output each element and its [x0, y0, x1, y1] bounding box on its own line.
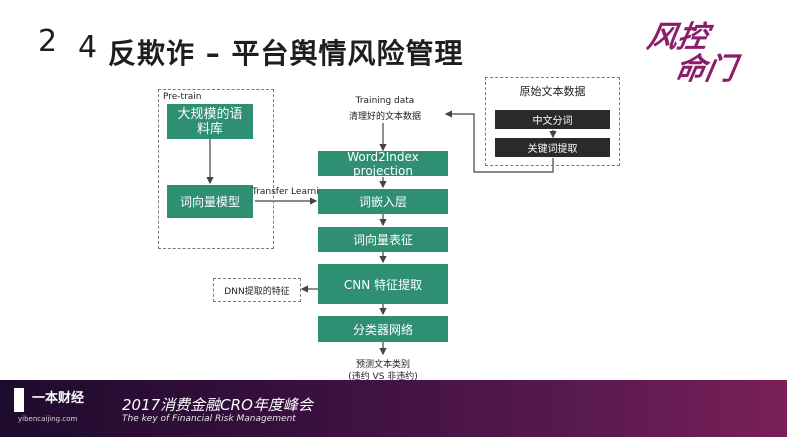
output-subtitle: (违约 VS 非违约): [348, 372, 418, 382]
classifier-node: 分类器网络: [318, 316, 448, 342]
dnn-features-node: DNN提取的特征: [213, 278, 301, 302]
footer-event-subtitle: The key of Financial Risk Management: [122, 414, 296, 424]
footer-site: yibencaijing.com: [18, 415, 78, 423]
cnn-feature-node: CNN 特征提取: [318, 264, 448, 304]
word-vector-model-node: 词向量模型: [167, 185, 253, 218]
word-vector-repr-node: 词向量表征: [318, 227, 448, 252]
slide-number-minor: 4: [78, 30, 98, 65]
raw-text-title: 原始文本数据: [519, 85, 586, 98]
pretrain-label: Pre-train: [163, 92, 202, 102]
embedding-layer-node: 词嵌入层: [318, 189, 448, 214]
arrow-raw-to-training: [444, 110, 554, 173]
corpus-node: 大规模的语料库: [167, 104, 253, 139]
transfer-learning-label: Transfer Learning: [252, 187, 331, 197]
word2index-node: Word2Index projection: [318, 150, 448, 178]
output-title: 预测文本类别: [355, 360, 410, 370]
footer-banner: 一本财经 yibencaijing.com 2017消费金融CRO年度峰会 Th…: [0, 380, 787, 437]
footer-brand: 一本财经: [32, 391, 85, 406]
pretrain-group: [158, 89, 274, 249]
raw-text-group: [485, 77, 620, 166]
training-data-title: Training data: [355, 96, 415, 106]
slide-title: 反欺诈 – 平台舆情风险管理: [108, 37, 464, 70]
chinese-segmentation-node: 中文分词: [495, 110, 610, 129]
footer-event-title: 2017消费金融CRO年度峰会: [122, 396, 313, 414]
keyword-extraction-node: 关键词提取: [495, 138, 610, 157]
brand-mark-icon: [14, 388, 24, 412]
training-data-subtitle: 清理好的文本数据: [348, 112, 421, 122]
slide-number-major: 2: [38, 24, 58, 59]
